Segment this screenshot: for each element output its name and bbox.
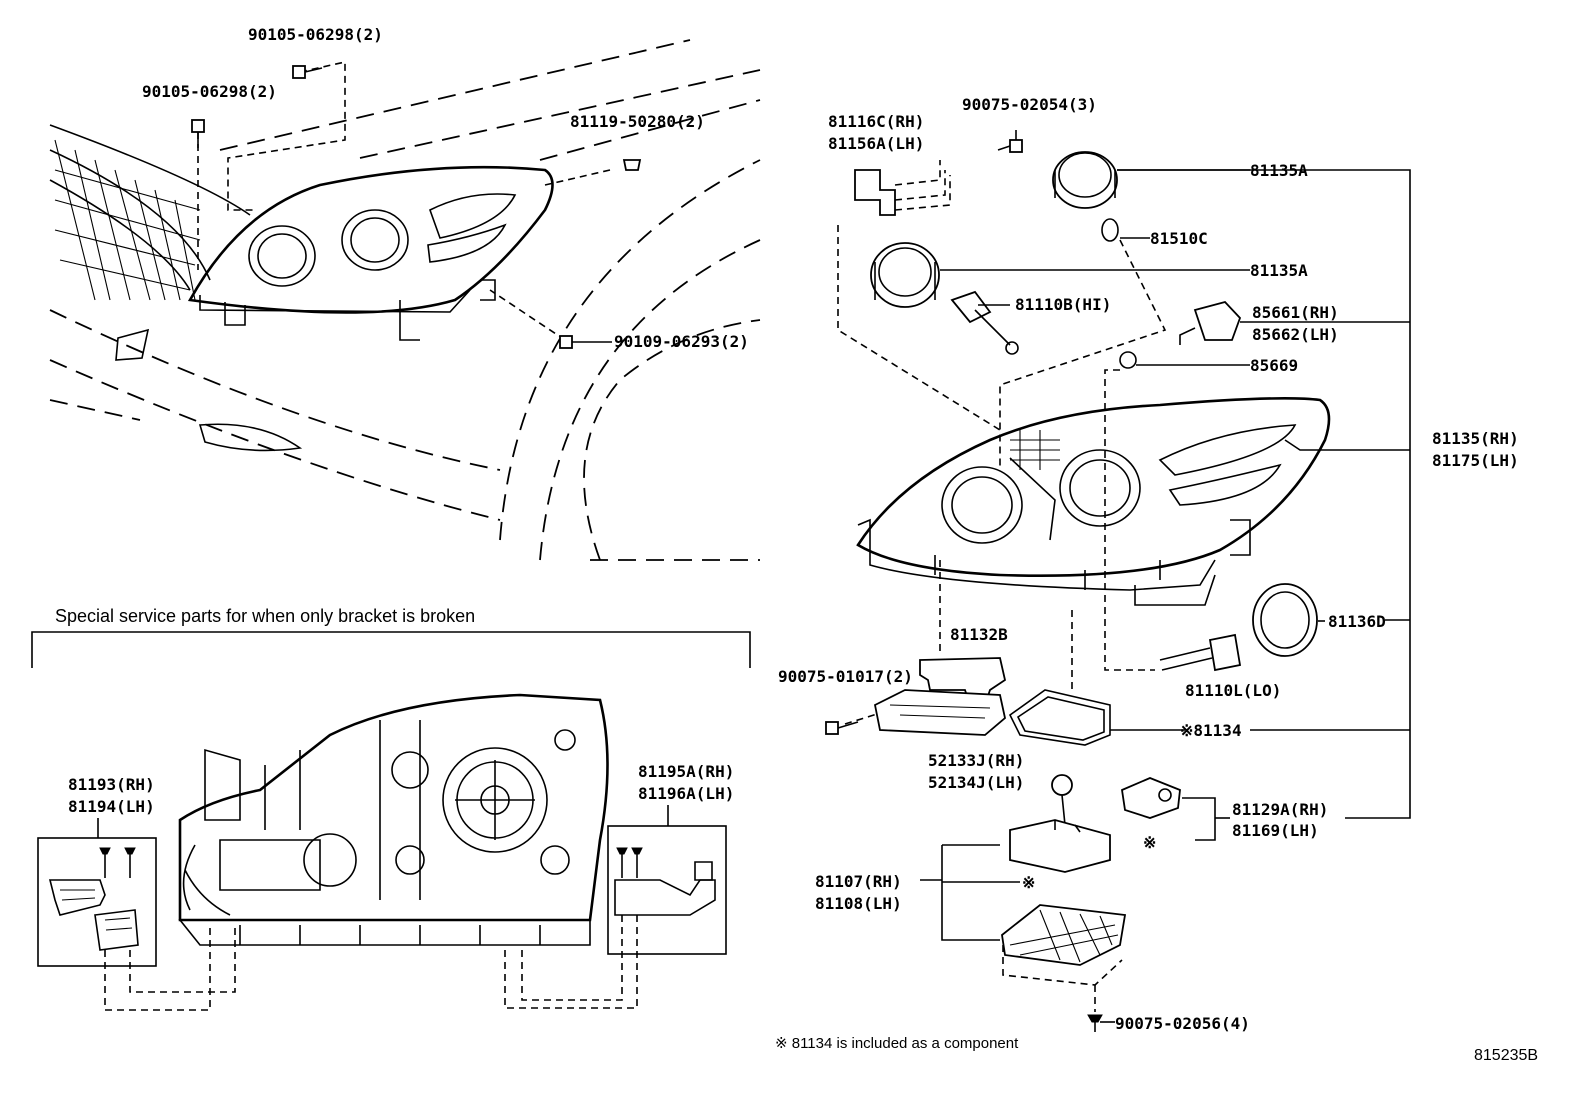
label-81169: 81169(LH) <box>1232 821 1319 840</box>
socket-ring-icon <box>870 242 940 308</box>
vehicle-front-illustration <box>49 39 761 561</box>
bolt-icon <box>1087 1014 1103 1032</box>
label-81135A-mid: 81135A <box>1250 261 1308 280</box>
bolt-icon <box>997 139 1023 153</box>
label-52133J: 52133J(RH) <box>928 751 1024 770</box>
label-81194: 81194(LH) <box>68 797 155 816</box>
headlamp-rear-illustration <box>178 693 609 946</box>
label-81119-50280: 81119-50280(2) <box>570 112 705 131</box>
socket-ring-icon <box>1052 151 1118 209</box>
right-bracket-part-box <box>504 805 727 1009</box>
diagram-id: 815235B <box>1474 1047 1538 1064</box>
label-81129A: 81129A(RH) <box>1232 800 1328 819</box>
rear-cap-icon <box>1252 583 1318 657</box>
label-90075-02054: 90075-02054(3) <box>962 95 1097 114</box>
label-81510C: 81510C <box>1150 229 1208 248</box>
label-81134: ※81134 <box>1180 721 1242 740</box>
bolt-icon <box>191 119 205 148</box>
bolt-icon <box>559 335 573 349</box>
footnote: ※ 81134 is included as a component <box>775 1035 1019 1052</box>
label-81175: 81175(LH) <box>1432 451 1519 470</box>
label-81132B: 81132B <box>950 625 1008 644</box>
label-81136D: 81136D <box>1328 612 1386 631</box>
headlamp-assembly-illustration <box>825 130 1411 1032</box>
bolt-icon <box>292 65 323 79</box>
actuator-icon <box>1121 777 1181 819</box>
label-81135: 81135(RH) <box>1432 429 1519 448</box>
asterisk-mark: ※ <box>1143 833 1156 852</box>
label-81110L: 81110L(LO) <box>1185 681 1281 700</box>
bulb-icon <box>950 290 1019 355</box>
label-81195A: 81195A(RH) <box>638 762 734 781</box>
label-90109-06293: 90109-06293(2) <box>614 332 749 351</box>
ballast-mesh-icon <box>1001 904 1127 966</box>
special-service-title: Special service parts for when only brac… <box>55 606 475 626</box>
bulb-icon <box>1159 633 1242 672</box>
label-85661: 85661(RH) <box>1252 303 1339 322</box>
motor-icon <box>1179 300 1242 345</box>
label-52134J: 52134J(LH) <box>928 773 1024 792</box>
label-81110B: 81110B(HI) <box>1015 295 1111 314</box>
label-90105-06298-top: 90105-06298(2) <box>248 25 383 44</box>
label-81156A: 81156A(LH) <box>828 134 924 153</box>
screw-icon <box>124 847 136 878</box>
asterisk-mark: ※ <box>1022 873 1035 892</box>
screw-icon <box>616 847 628 878</box>
label-81135A-top: 81135A <box>1250 161 1308 180</box>
clip-icon <box>622 159 642 171</box>
screw-icon <box>631 847 643 878</box>
label-81196A: 81196A(LH) <box>638 784 734 803</box>
bolt-icon <box>825 721 859 735</box>
label-90075-01017: 90075-01017(2) <box>778 667 913 686</box>
label-90075-02056: 90075-02056(4) <box>1115 1014 1250 1033</box>
label-90105-06298-left: 90105-06298(2) <box>142 82 277 101</box>
left-bracket-part-box <box>37 818 236 1011</box>
label-85669: 85669 <box>1250 356 1298 375</box>
label-85662: 85662(LH) <box>1252 325 1339 344</box>
igniter-icon <box>1051 774 1073 826</box>
label-81108: 81108(LH) <box>815 894 902 913</box>
screw-icon <box>99 847 111 878</box>
label-81193: 81193(RH) <box>68 775 155 794</box>
label-81107: 81107(RH) <box>815 872 902 891</box>
special-service-bracket-line <box>31 631 751 668</box>
label-81116C: 81116C(RH) <box>828 112 924 131</box>
